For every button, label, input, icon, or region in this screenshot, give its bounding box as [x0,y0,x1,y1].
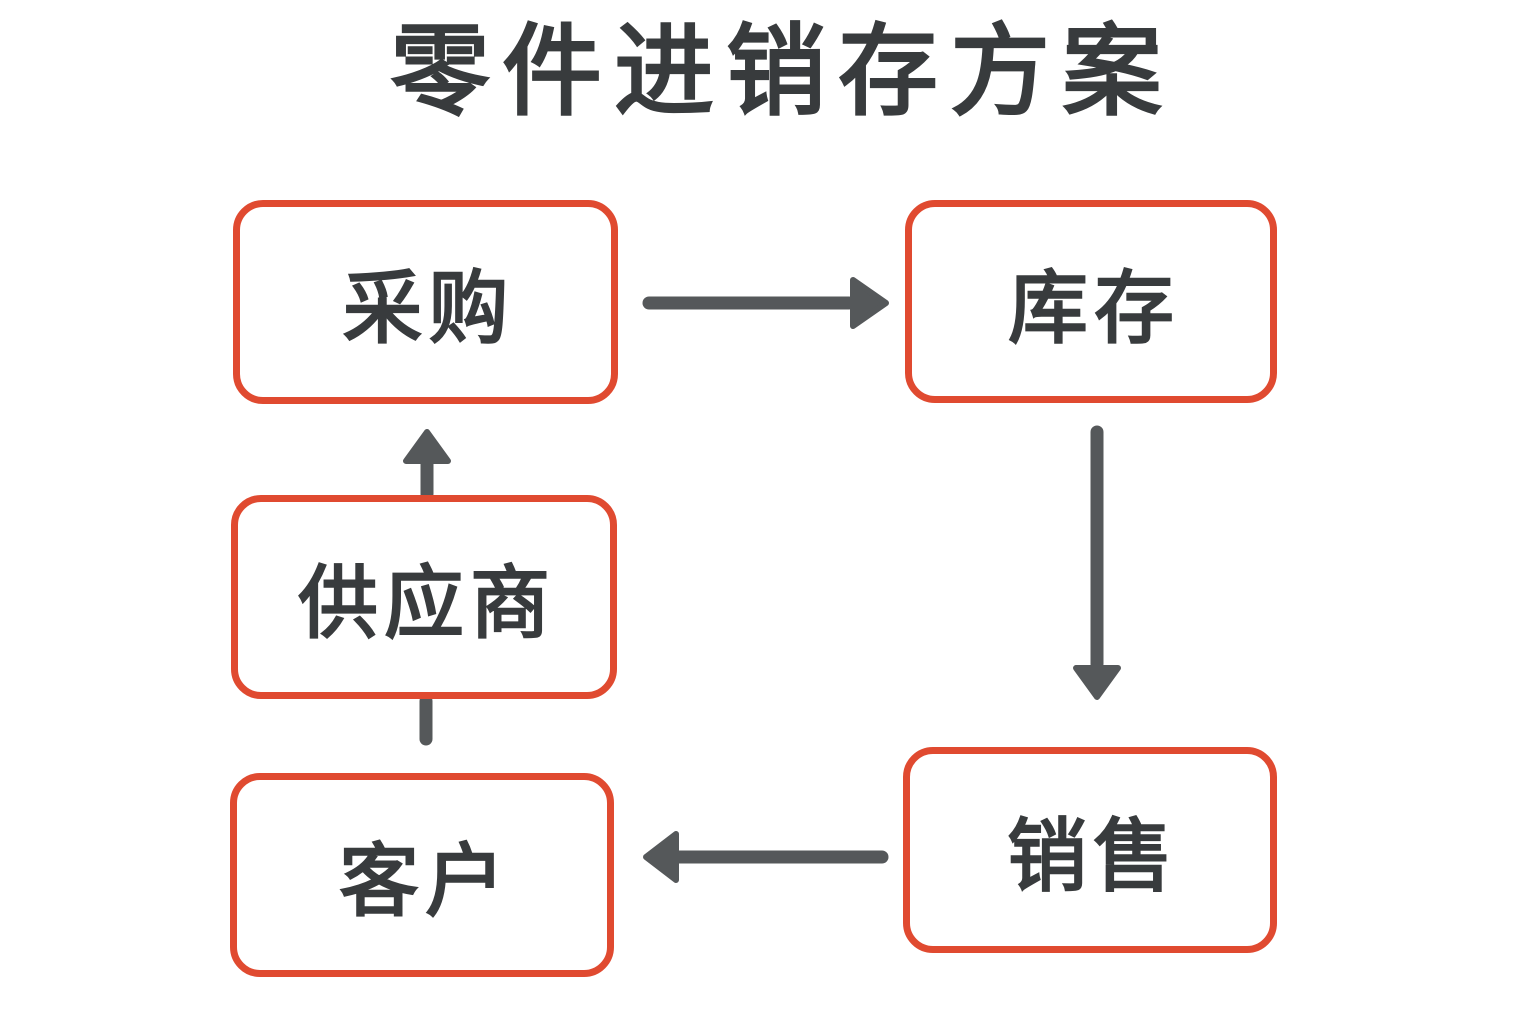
node-purchase: 采购 [233,200,618,404]
node-supplier: 供应商 [231,495,617,699]
arrow-purchase-to-inventory-icon [642,277,889,329]
node-purchase-label: 采购 [342,264,515,353]
node-sales-label: 销售 [1007,812,1179,901]
arrow-supplier-to-purchase-icon [403,429,451,501]
arrow-inventory-to-sales-icon [1073,425,1121,700]
diagram-title: 零件进销存方案 [390,16,1174,128]
node-supplier-label: 供应商 [298,559,556,648]
node-inventory-label: 库存 [1008,263,1180,353]
node-customer-label: 客户 [339,837,511,926]
node-inventory: 库存 [905,200,1277,403]
node-sales: 销售 [903,747,1277,953]
arrow-sales-to-customer-icon [643,831,889,883]
node-customer: 客户 [230,773,614,977]
